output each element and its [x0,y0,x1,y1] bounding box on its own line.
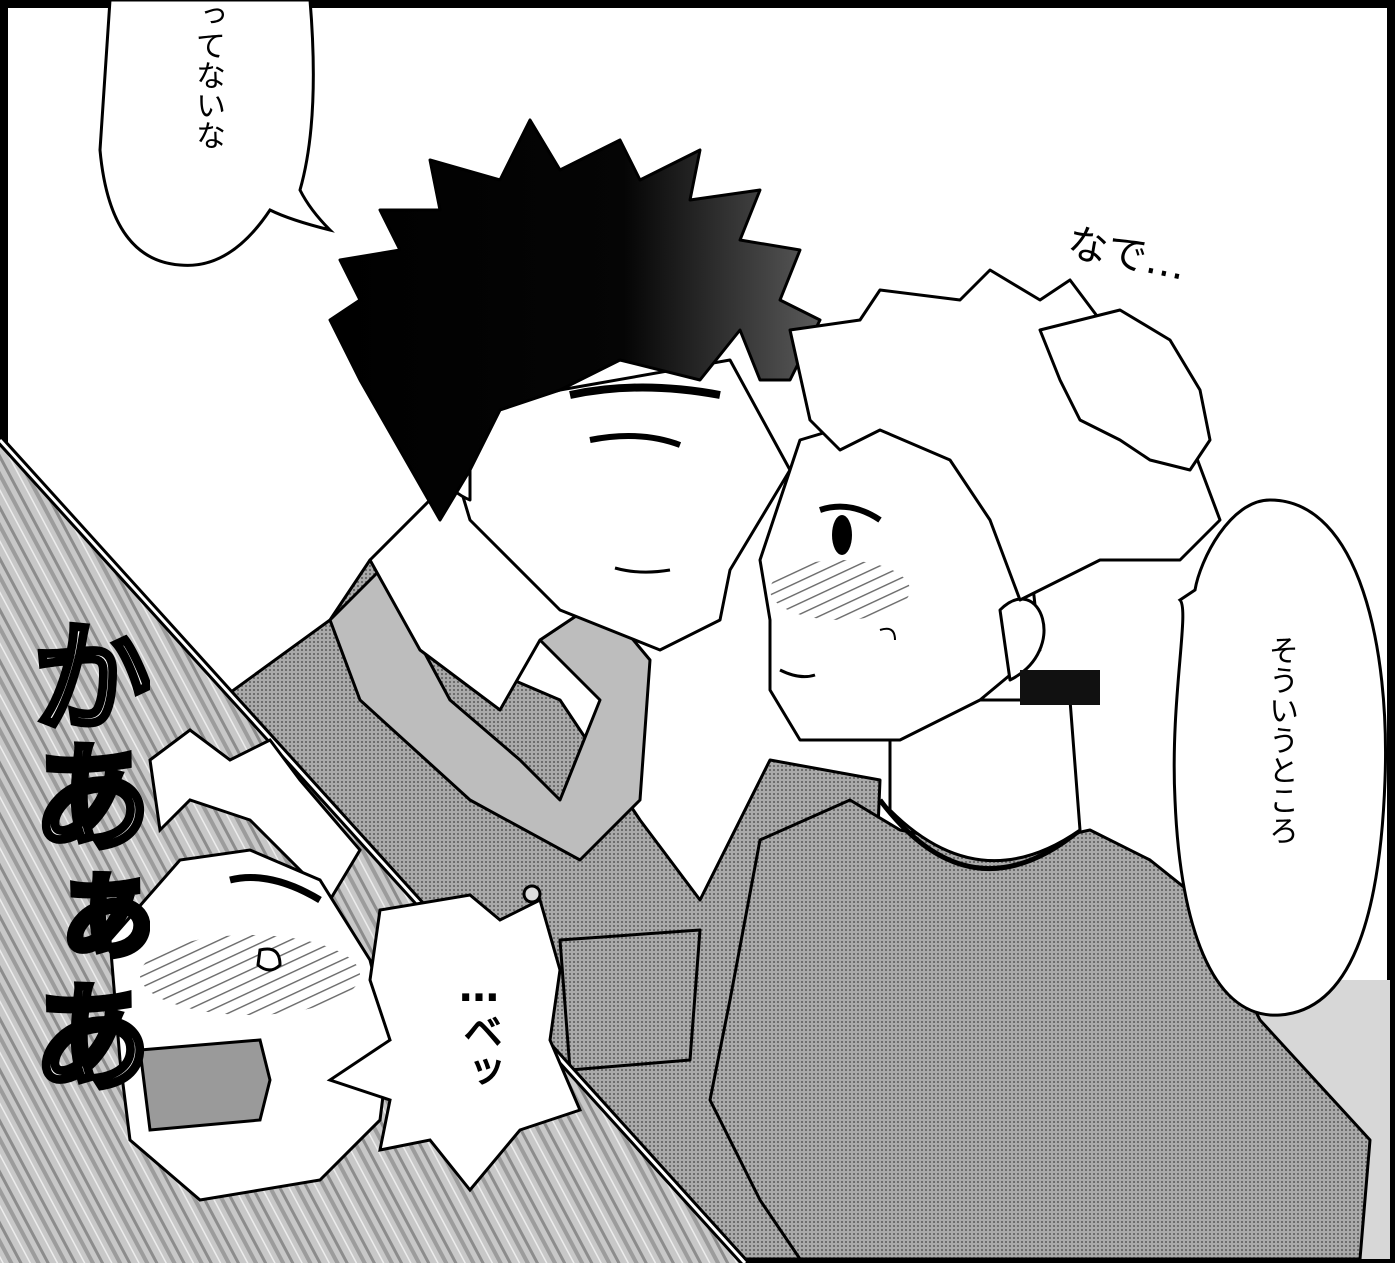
boy-collar [878,798,1082,872]
flustered-tear [256,947,282,972]
flustered-hair [148,728,362,903]
boy-mouth [779,668,816,679]
spiky-bubble-text: …ベッ [456,965,502,1091]
right-speech-bubble [1172,498,1387,1017]
shirt-pocket [558,928,702,1072]
shirt-button [522,884,542,904]
sweat-drop [879,627,896,641]
man-mouth [614,566,671,574]
man-eyebrow [569,383,721,399]
spiky-speech-bubble [326,893,583,1193]
boy-eye [819,503,882,523]
flustered-boy [108,728,392,1202]
flustered-blush [140,935,360,1015]
flustered-eye [229,874,322,904]
boy-neck [888,698,1082,863]
boy-pupil [832,515,852,555]
man-hair [328,118,822,522]
top-bubble-text: ってないな [190,0,225,150]
top-speech-bubble [98,0,335,267]
hand-on-head [1038,308,1212,472]
sfx-kaaa: かあぁあ [10,615,150,1098]
man-eye [589,433,682,448]
boy-blush [770,560,910,620]
neck-shadow [1020,670,1100,705]
flustered-mouth [138,1038,272,1132]
right-bubble-text: そういうところ [1263,635,1298,845]
